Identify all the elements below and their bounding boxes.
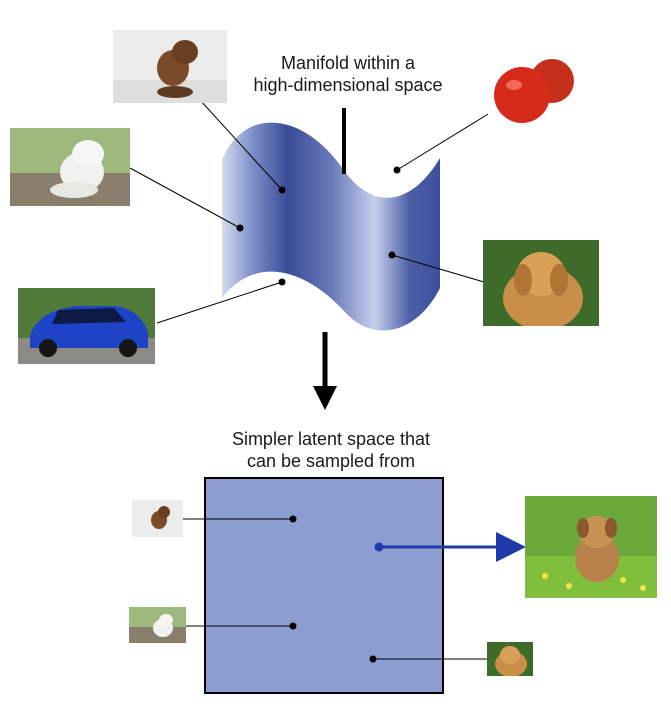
latent-space-box <box>204 477 444 694</box>
blue-car-photo <box>18 288 155 364</box>
manifold-caption-line1: Manifold within a <box>280 53 416 73</box>
manifold-point-puppy <box>278 186 286 194</box>
connector-retriever <box>391 254 485 283</box>
latent-caption-line1: Simpler latent space that <box>231 429 431 449</box>
connector-puppy <box>199 99 283 191</box>
connector-white-puppy <box>129 167 241 229</box>
generated-puppy-photo <box>525 496 657 598</box>
latent-caption: Simpler latent space that can be sampled… <box>196 428 466 472</box>
manifold-point-apples <box>393 166 401 174</box>
puppy-photo <box>113 30 227 103</box>
latent-retriever-photo <box>487 642 533 676</box>
manifold-surface <box>222 122 440 331</box>
manifold-point-white-puppy <box>236 224 244 232</box>
manifold-point-retriever <box>388 251 396 259</box>
manifold-caption: Manifold within a high-dimensional space <box>238 52 458 96</box>
down-arrow-head <box>313 386 337 410</box>
white-puppy-photo <box>10 128 130 206</box>
latent-point-puppy <box>289 515 297 523</box>
latent-point-retriever <box>369 655 377 663</box>
manifold-point-car <box>278 278 286 286</box>
latent-caption-line2: can be sampled from <box>246 451 416 471</box>
connector-car <box>156 281 283 324</box>
red-apples-photo <box>488 55 583 127</box>
latent-point-white-puppy <box>289 622 297 630</box>
latent-white-puppy-photo <box>129 607 186 643</box>
manifold-caption-line2: high-dimensional space <box>253 75 443 95</box>
latent-puppy-photo <box>132 500 183 537</box>
golden-retriever-photo <box>483 240 599 326</box>
connector-apples <box>396 107 499 171</box>
